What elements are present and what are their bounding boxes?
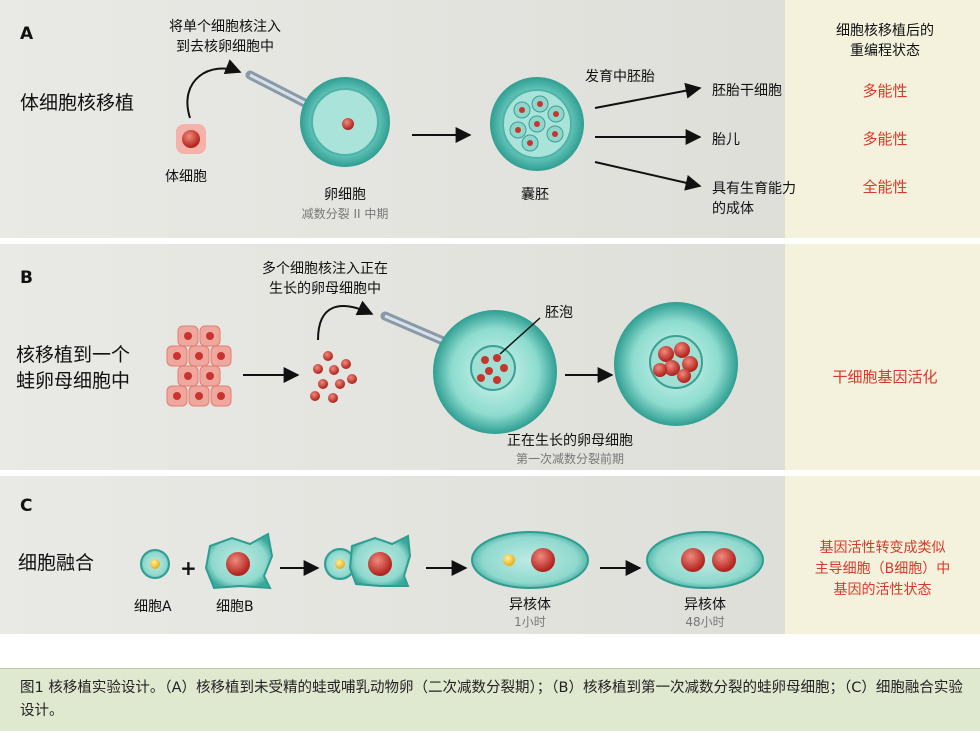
germinal-vesicle-label: 胚泡: [545, 305, 573, 321]
embryo-dev-label: 发育中胚胎: [585, 69, 655, 85]
reprogramming-header: 细胞核移植后的 重编程状态: [800, 20, 970, 60]
blastocyst-label: 囊胚: [521, 187, 549, 203]
outcome-fertile-adult: 具有生育能力 的成体: [712, 178, 796, 218]
injection-note-a: 将单个细胞核注入 到去核卵细胞中: [140, 16, 310, 56]
growing-oocyte-label: 正在生长的卵母细胞: [507, 433, 633, 449]
outcome-es-cells: 胚胎干细胞: [712, 83, 782, 99]
heterokaryon-1h-label: 异核体: [509, 597, 551, 613]
injection-note-b-line2: 生长的卵母细胞中: [269, 281, 381, 297]
cell-b-icon: [204, 532, 274, 590]
fusing-cells-icon: [324, 534, 412, 587]
plus-sign: +: [180, 556, 197, 580]
reprogramming-column-b: [785, 244, 980, 470]
heterokaryon-1h-time: 1小时: [514, 615, 546, 629]
panel-a: A 体细胞核移植 将单个细胞核注入 到去核卵细胞中 体细胞 卵细胞 减数分裂 I…: [0, 0, 980, 238]
injection-note-b-line1: 多个细胞核注入正在: [262, 261, 388, 277]
state-dominant-cell-line3: 基因的活性状态: [833, 582, 932, 598]
state-pluripotent-2: 多能性: [862, 130, 908, 148]
blastocyst-icon: [490, 77, 584, 171]
figure-caption-box: 图1 核移植实验设计。（A）核移植到未受精的蛙或哺乳动物卵（二次减数分裂期）；（…: [0, 668, 980, 731]
panel-a-graphics: [176, 59, 702, 191]
outcome-fertile-adult-line1: 具有生育能力: [712, 181, 796, 197]
cell-cluster-icon: [166, 325, 232, 407]
outcome-fertile-adult-line2: 的成体: [712, 201, 754, 217]
heterokaryon-48h-icon: [646, 531, 764, 589]
heterokaryon-1h-icon: [471, 531, 589, 589]
cell-a-icon: [140, 549, 170, 579]
state-totipotent: 全能性: [862, 178, 908, 196]
heterokaryon-48h-time: 48小时: [685, 615, 725, 629]
somatic-cell-icon: [176, 124, 206, 154]
panel-a-title: 体细胞核移植: [20, 92, 135, 114]
growing-oocyte-icon: [433, 310, 557, 434]
reprogrammed-oocyte-icon: [614, 302, 738, 426]
state-dominant-cell: 基因活性转变成类似 主导细胞（B细胞）中 基因的活性状态: [790, 538, 975, 601]
injection-note-b: 多个细胞核注入正在 生长的卵母细胞中: [230, 258, 420, 298]
panel-b-title-line1: 核移植到一个: [16, 344, 131, 366]
outcome-fetus: 胎儿: [712, 132, 740, 148]
reprogramming-column-a: [785, 0, 980, 238]
state-stem-gene-activation: 干细胞基因活化: [832, 368, 938, 386]
cell-a-label: 细胞A: [134, 599, 172, 615]
panel-b-title-line2: 蛙卵母细胞中: [16, 370, 131, 392]
egg-stage-label: 减数分裂 II 中期: [301, 207, 389, 221]
oocyte-stage-label: 第一次减数分裂前期: [515, 452, 624, 466]
panel-c-graphics: [140, 531, 764, 590]
panel-c: C 细胞融合 细胞A 细胞B + 异核体 1小时 异核体 48小时 基因活性转变…: [0, 476, 980, 634]
panel-c-title: 细胞融合: [18, 552, 95, 574]
panel-b-graphics: [166, 300, 738, 434]
panel-b-title: 核移植到一个 蛙卵母细胞中: [16, 342, 130, 394]
reprogramming-column-c: [785, 476, 980, 634]
panel-c-letter: C: [20, 496, 33, 516]
figure-caption: 图1 核移植实验设计。（A）核移植到未受精的蛙或哺乳动物卵（二次减数分裂期）；（…: [20, 680, 963, 719]
egg-cell-label: 卵细胞: [324, 187, 366, 203]
panel-b-letter: B: [20, 268, 33, 288]
state-pluripotent-1: 多能性: [862, 82, 908, 100]
panel-a-letter: A: [20, 24, 34, 44]
egg-cell-icon: [300, 77, 390, 167]
heterokaryon-48h-label: 异核体: [684, 597, 726, 613]
reprogramming-header-line1: 细胞核移植后的: [836, 23, 934, 39]
panel-b: B 核移植到一个 蛙卵母细胞中 多个细胞核注入正在 生长的卵母细胞中 胚泡 正在…: [0, 244, 980, 470]
isolated-nuclei-icon: [310, 351, 357, 403]
injection-note-a-line1: 将单个细胞核注入: [169, 19, 281, 35]
cell-b-label: 细胞B: [216, 599, 254, 615]
state-dominant-cell-line1: 基因活性转变成类似: [819, 540, 946, 556]
injection-note-a-line2: 到去核卵细胞中: [176, 39, 274, 55]
reprogramming-header-line2: 重编程状态: [850, 43, 920, 59]
state-dominant-cell-line2: 主导细胞（B细胞）中: [814, 561, 951, 577]
somatic-cell-label: 体细胞: [165, 169, 207, 185]
